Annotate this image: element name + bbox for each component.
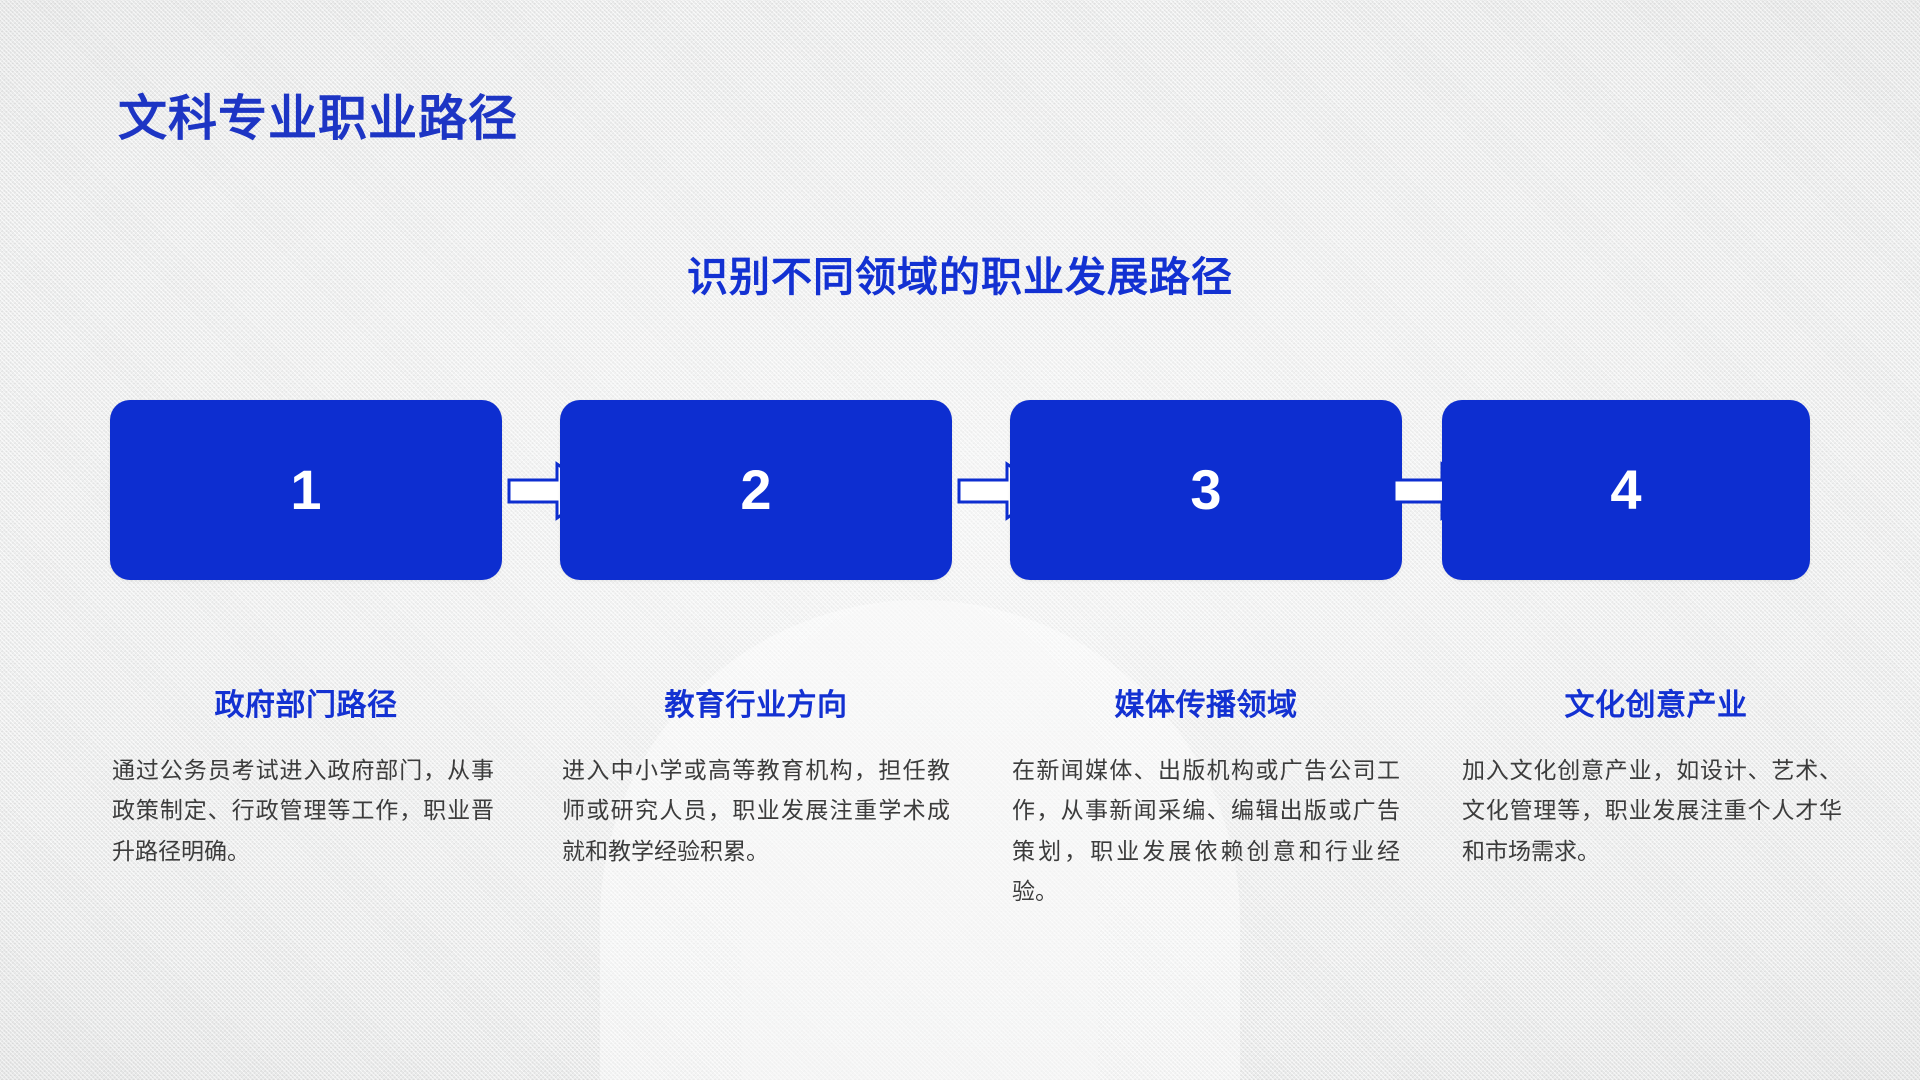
step-body-1: 通过公务员考试进入政府部门，从事政策制定、行政管理等工作，职业晋升路径明确。 <box>112 757 494 864</box>
step-heading-4: 文化创意产业 <box>1564 689 1748 722</box>
page-title: 文科专业职业路径 <box>118 92 519 146</box>
step-number-3: 3 <box>1190 458 1222 521</box>
step-column-2: 教育行业方向 进入中小学或高等教育机构，担任教师或研究人员，职业发展注重学术成就… <box>560 680 952 871</box>
step-number-4: 4 <box>1610 458 1642 521</box>
step-box-3[interactable]: 3 <box>1010 400 1402 580</box>
step-column-4: 文化创意产业 加入文化创意产业，如设计、艺术、文化管理等，职业发展注重个人才华和… <box>1460 680 1852 871</box>
step-heading-2: 教育行业方向 <box>664 689 848 722</box>
step-body-2: 进入中小学或高等教育机构，担任教师或研究人员，职业发展注重学术成就和教学经验积累… <box>562 757 950 864</box>
step-boxes-row: 1 2 3 <box>110 400 1810 580</box>
step-body-4: 加入文化创意产业，如设计、艺术、文化管理等，职业发展注重个人才华和市场需求。 <box>1462 757 1842 864</box>
step-number-2: 2 <box>740 458 772 521</box>
step-column-1: 政府部门路径 通过公务员考试进入政府部门，从事政策制定、行政管理等工作，职业晋升… <box>110 680 502 871</box>
page-subtitle: 识别不同领域的职业发展路径 <box>687 254 1233 300</box>
step-box-1[interactable]: 1 <box>110 400 502 580</box>
step-number-1: 1 <box>290 458 322 521</box>
step-column-3: 媒体传播领域 在新闻媒体、出版机构或广告公司工作，从事新闻采编、编辑出版或广告策… <box>1010 680 1402 911</box>
step-box-2[interactable]: 2 <box>560 400 952 580</box>
step-box-4[interactable]: 4 <box>1442 400 1810 580</box>
step-heading-1: 政府部门路径 <box>214 689 398 722</box>
step-heading-3: 媒体传播领域 <box>1114 689 1298 722</box>
step-body-3: 在新闻媒体、出版机构或广告公司工作，从事新闻采编、编辑出版或广告策划，职业发展依… <box>1012 757 1400 904</box>
